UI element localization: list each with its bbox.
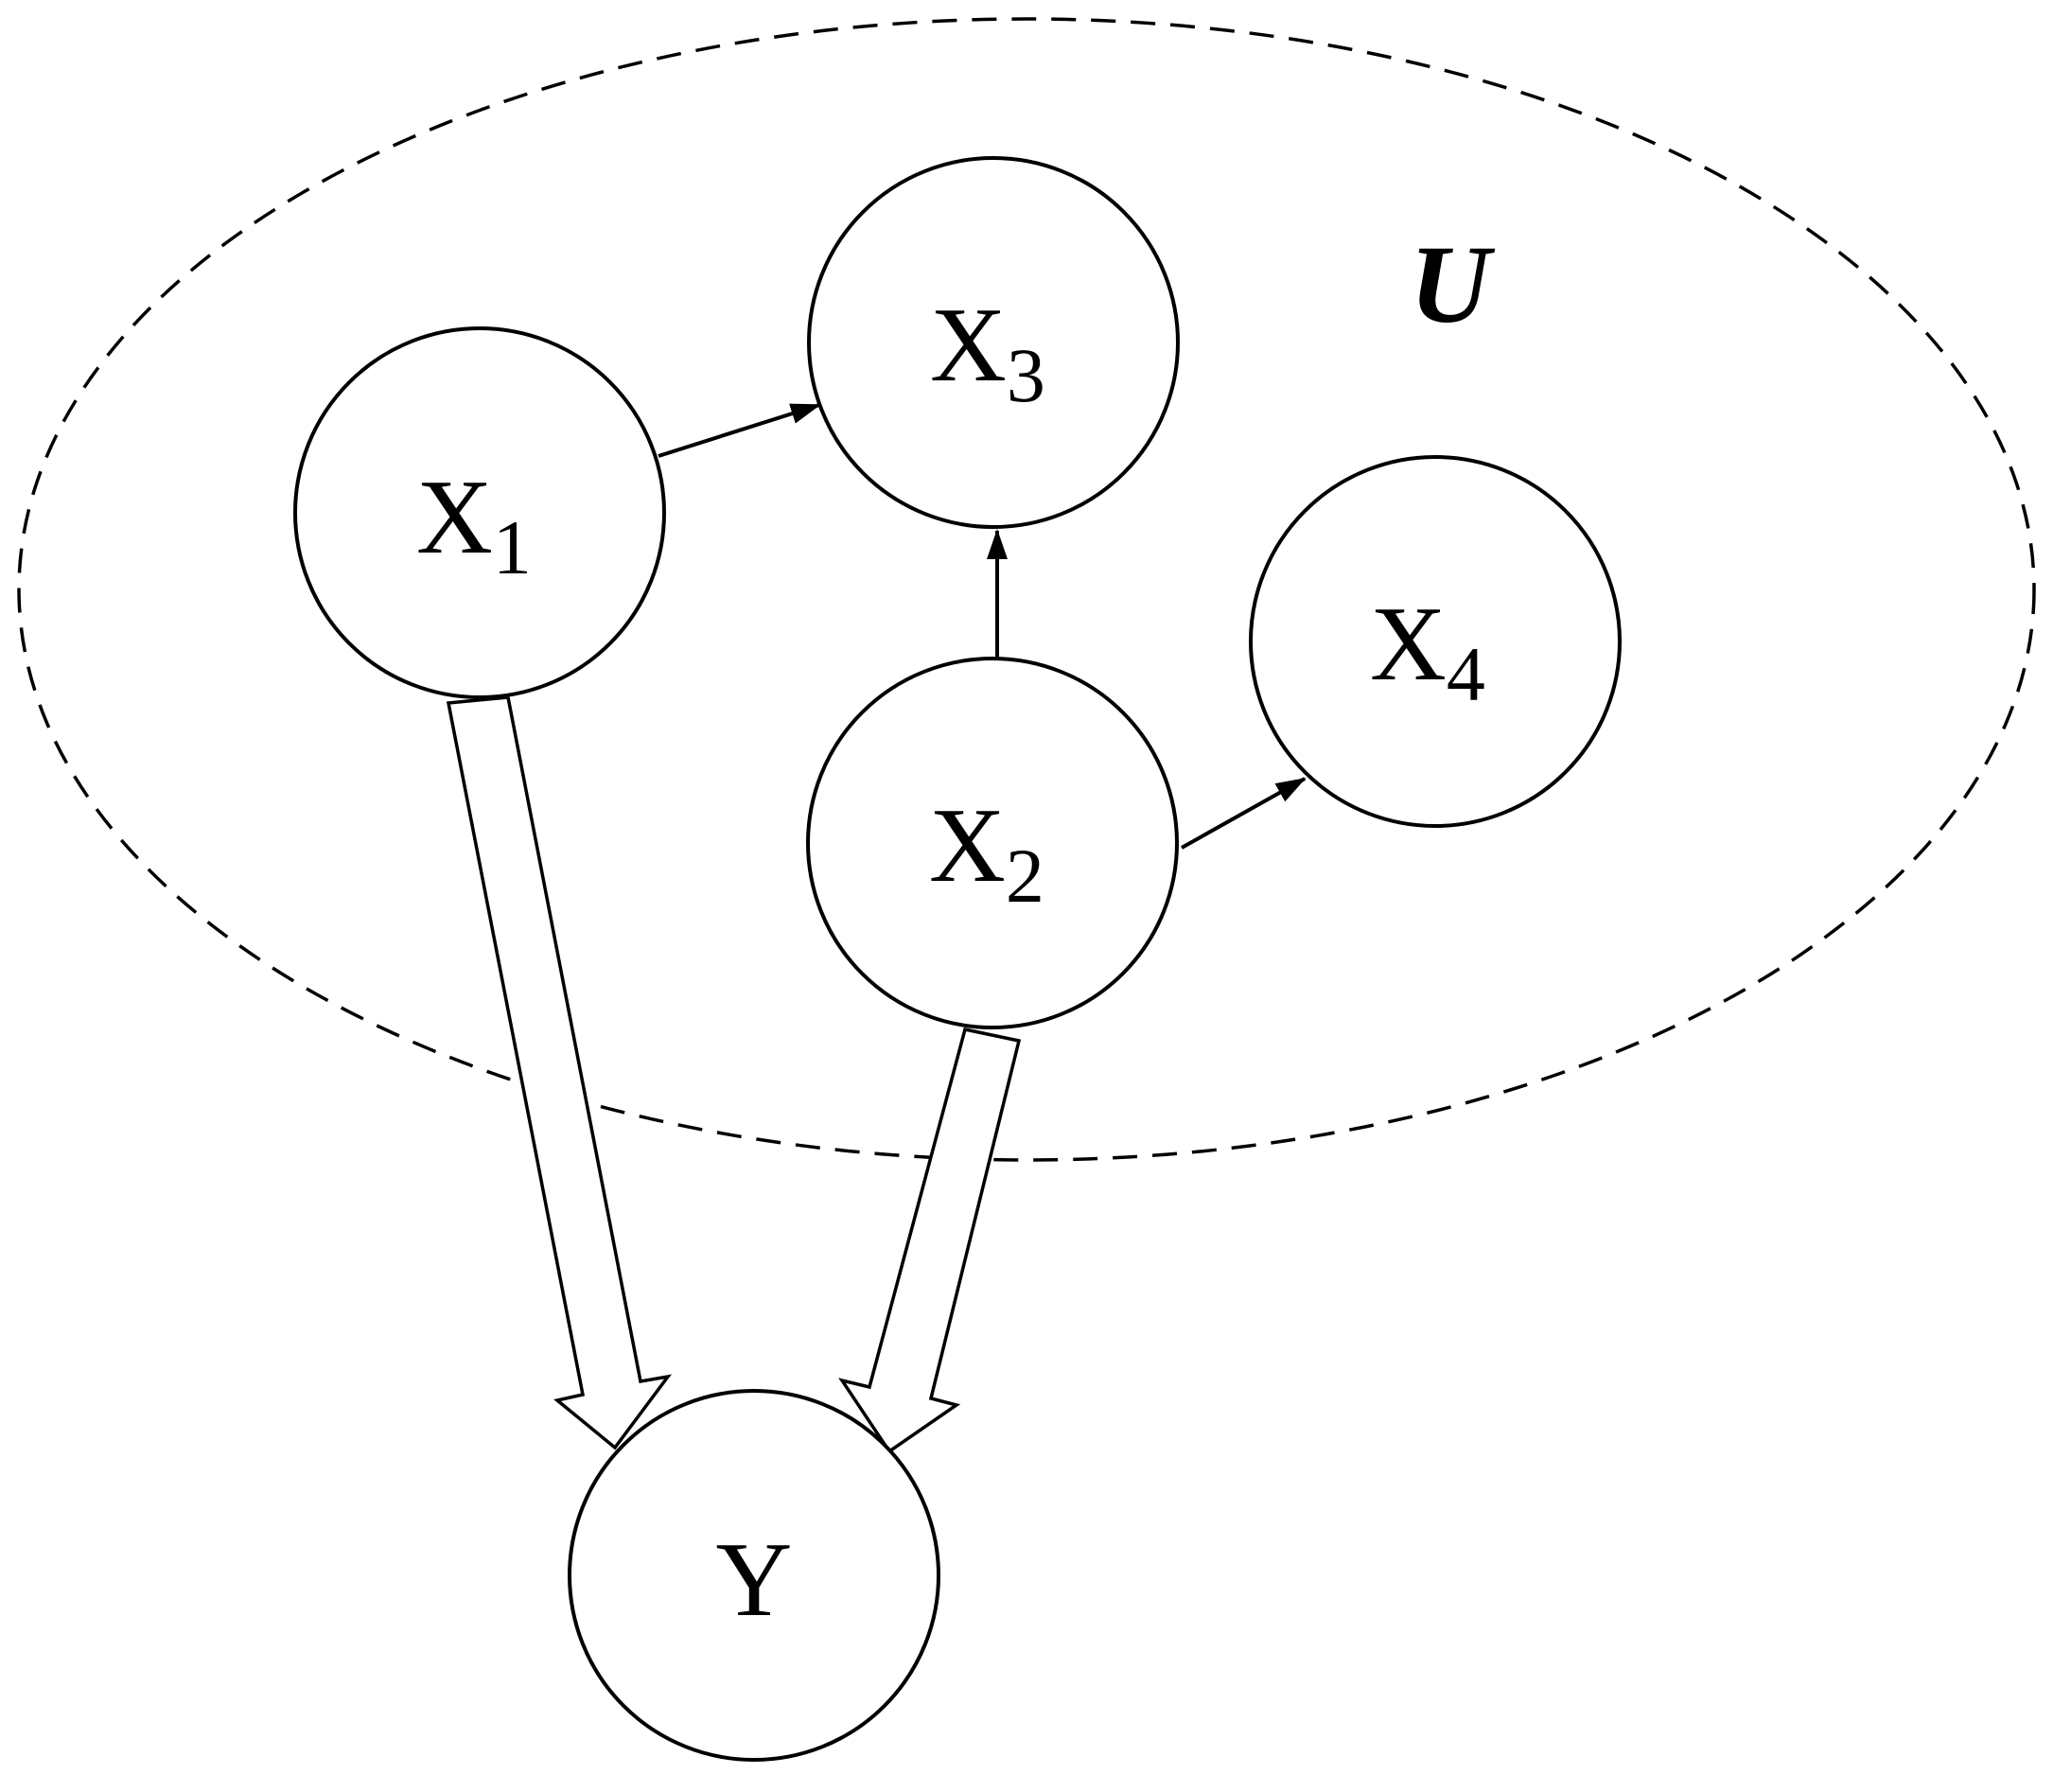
node-x1-circle [293,326,666,699]
node-y-circle [568,1389,940,1762]
set-label: U [1410,222,1496,346]
node-x4-circle [1249,455,1622,828]
node-x4: X4 [1249,455,1622,828]
edge-x2-x4 [1181,777,1307,850]
edge-x2-y [838,1027,1022,1454]
node-x4-label: X4 [1370,586,1485,717]
node-x3: X3 [807,156,1180,529]
node-x1: X1 [293,326,666,699]
node-x2-label: X2 [929,787,1044,919]
edge-x1-y [446,695,673,1450]
node-x3-label: X3 [930,287,1045,418]
edge-x1-x3 [658,403,821,458]
node-x3-circle [807,156,1180,529]
node-y-label: Y [716,1521,793,1639]
node-x2: X2 [806,657,1179,1029]
node-y: Y [568,1389,940,1762]
set-boundary-ellipse [17,17,2036,1162]
node-x1-label: X1 [416,459,532,590]
node-x2-circle [806,657,1179,1029]
